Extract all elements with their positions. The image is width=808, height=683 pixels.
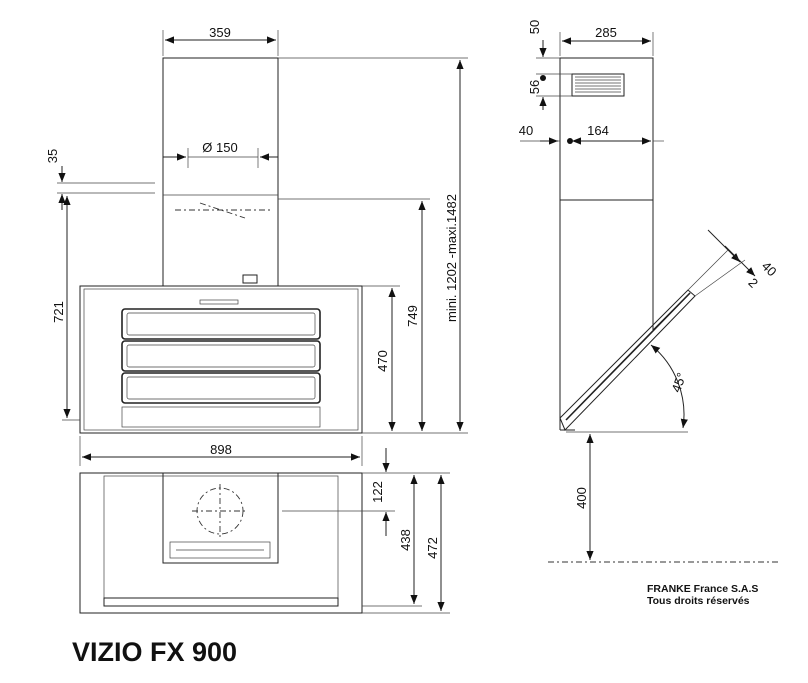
copyright-line2: Tous droits réservés [647,595,750,607]
top-view-outline [79,472,363,614]
dim-side-285: 285 [595,25,617,40]
dim-side-50: 50 [527,20,542,34]
inclined-canopy [559,289,696,431]
dim-duct-diameter: Ø 150 [202,140,237,155]
dim-side-164: 164 [587,123,609,138]
dim-offset-35: 35 [45,149,60,163]
filter-panels [121,308,321,428]
side-view: 285 50 56 40 164 40 2 45° 400 [519,20,780,563]
dim-depth-122: 122 [370,481,385,503]
dim-tilt-40: 40 [759,258,780,279]
dim-height-470: 470 [375,350,390,372]
chimney-outline [162,472,279,564]
dim-height-400: 400 [574,487,589,509]
dim-side-56: 56 [527,80,542,94]
dim-depth-438: 438 [398,529,413,551]
dim-tilt-2: 2 [745,275,761,291]
dim-height-749: 749 [405,305,420,327]
model-title: VIZIO FX 900 [72,637,237,667]
canopy-body [79,285,363,434]
front-view: 359 Ø 150 35 721 749 470 mini. 1202 -max… [45,25,468,466]
dim-width-898: 898 [210,442,232,457]
dim-depth-472: 472 [425,537,440,559]
dim-angle-45: 45° [668,371,689,395]
dim-height-721: 721 [51,301,66,323]
vent-grille [571,73,625,97]
dim-total-height: mini. 1202 -maxi.1482 [444,194,459,322]
dim-side-40: 40 [519,123,533,138]
chimney-body [162,57,279,287]
copyright-line1: FRANKE France S.A.S [647,583,758,595]
dim-chimney-width: 359 [209,25,231,40]
top-view: 122 438 472 [79,448,450,614]
